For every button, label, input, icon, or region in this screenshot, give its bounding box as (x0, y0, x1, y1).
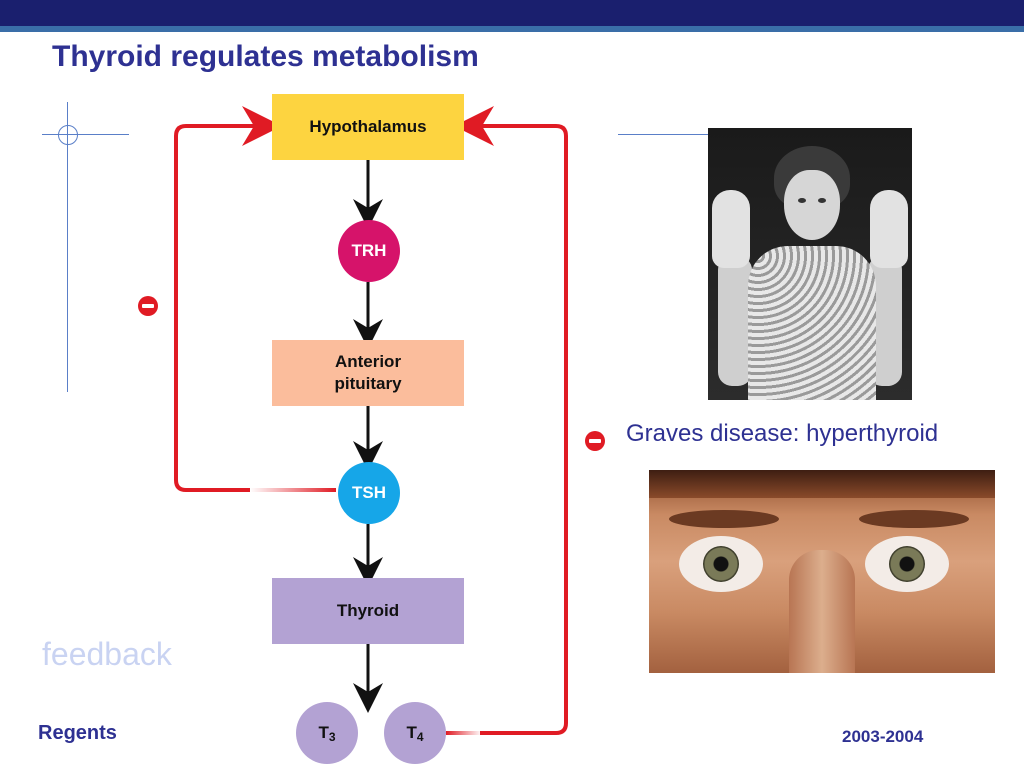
feedback-loop-left (174, 106, 282, 492)
t3-subscript: 3 (328, 730, 336, 744)
tsh-circle: TSH (338, 462, 400, 524)
trh-circle: TRH (338, 220, 400, 282)
t4-letter: T (406, 723, 417, 742)
top-banner-stripe (0, 26, 1024, 32)
photo-graves-eyes-closeup (649, 470, 995, 673)
trh-label: TRH (351, 241, 387, 260)
feedback-loop-left-fade (250, 488, 336, 492)
pituitary-label-line2: pituitary (334, 374, 402, 393)
deco-horizontal-line-left (42, 134, 129, 135)
deco-vertical-line (67, 102, 68, 392)
crosshair-circle (58, 125, 78, 145)
deco-horizontal-line-right (618, 134, 710, 135)
photo-graves-patient-hands (708, 128, 912, 400)
feedback-loop-right-fade (446, 731, 482, 735)
tsh-label: TSH (352, 483, 386, 502)
thyroid-box: Thyroid (272, 578, 464, 644)
footer-right-label: 2003-2004 (842, 727, 924, 746)
anterior-pituitary-box: Anterior pituitary (272, 340, 464, 406)
hypothalamus-box: Hypothalamus (272, 94, 464, 160)
pituitary-label-line1: Anterior (334, 352, 402, 371)
thyroid-label: Thyroid (336, 601, 400, 620)
slide-title: Thyroid regulates metabolism (52, 40, 479, 73)
top-banner (0, 0, 1024, 26)
t4-subscript: 4 (416, 730, 424, 744)
negative-feedback-icon-left (138, 296, 158, 316)
t3-letter: T (318, 723, 329, 742)
feedback-loop-right (454, 106, 568, 735)
photo-caption: Graves disease: hyperthyroid (626, 420, 939, 447)
negative-feedback-icon-right (585, 431, 605, 451)
hypothalamus-label: Hypothalamus (309, 117, 427, 136)
feedback-watermark: feedback (42, 636, 172, 672)
footer-left-label: Regents (38, 722, 117, 744)
